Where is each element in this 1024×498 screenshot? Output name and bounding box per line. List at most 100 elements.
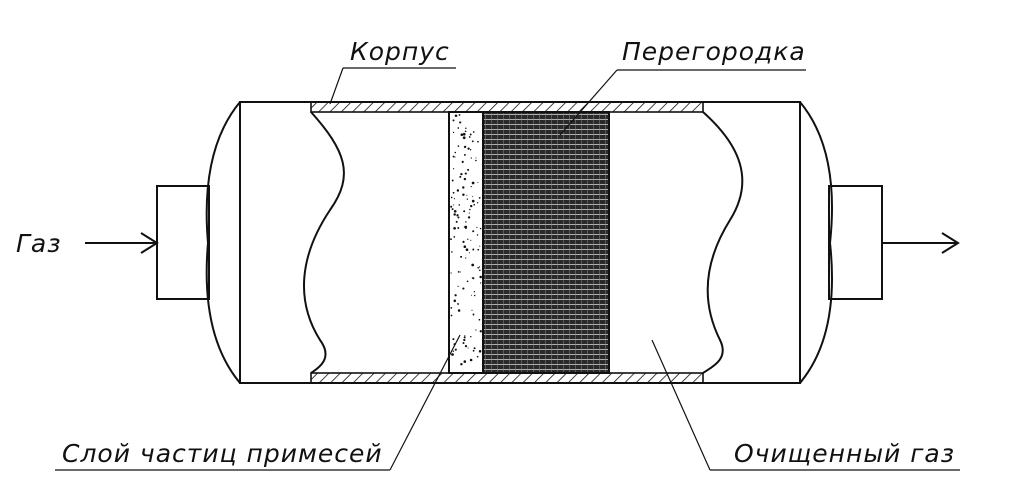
- impurity-particle: [478, 266, 481, 268]
- impurity-particle: [464, 130, 467, 133]
- impurity-particle: [457, 271, 460, 273]
- impurity-particle: [460, 121, 462, 123]
- housing-wall-top: [310, 101, 704, 113]
- break-line-left: [303, 111, 345, 374]
- impurity-particle: [462, 287, 465, 290]
- impurity-particle: [456, 189, 460, 192]
- impurity-particle: [462, 186, 465, 189]
- right-end-cap: [799, 101, 833, 384]
- outlet-pipe: [828, 185, 883, 300]
- left-end-cap: [205, 101, 241, 384]
- impurity-particle: [467, 168, 470, 171]
- impurity-particle: [463, 226, 466, 228]
- label-gas-in: Газ: [16, 229, 62, 258]
- impurity-particle: [471, 277, 474, 279]
- impurity-particle: [457, 145, 460, 147]
- impurity-particle: [476, 226, 478, 229]
- impurity-particle: [451, 251, 453, 253]
- impurity-particle: [457, 309, 461, 312]
- impurity-particle: [463, 245, 467, 248]
- impurity-particle: [480, 282, 482, 284]
- impurity-particle: [452, 119, 455, 122]
- impurity-particle: [451, 208, 454, 211]
- impurity-particle: [463, 177, 467, 181]
- impurity-particle: [471, 199, 475, 203]
- impurity-particle: [450, 196, 453, 199]
- impurity-particle: [453, 213, 456, 216]
- impurity-particle: [479, 275, 482, 279]
- impurity-particle: [455, 220, 458, 223]
- leader-clean-gas-pointer: [651, 339, 711, 471]
- impurity-particle: [476, 355, 479, 358]
- impurity-particle: [451, 353, 454, 356]
- impurity-particle: [479, 330, 482, 333]
- impurity-particle: [457, 213, 459, 216]
- impurity-particle: [472, 196, 474, 198]
- impurity-layer: [448, 111, 484, 374]
- impurity-particle: [465, 127, 467, 130]
- label-partition: Перегородка: [622, 37, 806, 66]
- impurity-particle: [478, 350, 482, 353]
- inlet-pipe: [156, 185, 210, 300]
- impurity-particle: [468, 136, 471, 138]
- impurity-particle: [453, 236, 456, 238]
- impurity-particle: [464, 335, 466, 337]
- impurity-particle: [477, 248, 480, 251]
- impurity-particle: [471, 181, 475, 185]
- impurity-particle: [462, 341, 465, 345]
- impurity-particle: [466, 198, 469, 200]
- impurity-particle: [450, 205, 453, 208]
- impurity-particle: [471, 309, 473, 311]
- impurity-particle: [463, 336, 466, 339]
- inlet-arrow: [85, 232, 159, 254]
- impurity-particle: [462, 132, 466, 136]
- impurity-particle: [477, 140, 479, 143]
- impurity-particle: [478, 197, 481, 199]
- leader-impurity-pointer: [389, 334, 461, 471]
- impurity-particle: [477, 181, 479, 183]
- break-line-right: [702, 111, 744, 374]
- impurity-particle: [458, 204, 461, 206]
- impurity-particle: [475, 159, 477, 162]
- impurity-particle: [463, 145, 467, 149]
- impurity-particle: [468, 252, 470, 254]
- impurity-particle: [471, 263, 475, 267]
- impurity-particle: [469, 149, 472, 151]
- impurity-particle: [452, 131, 455, 134]
- impurity-particle: [476, 202, 479, 204]
- impurity-particle: [465, 257, 467, 259]
- label-housing: Корпус: [350, 37, 450, 66]
- impurity-particle: [479, 269, 481, 272]
- impurity-particle: [478, 318, 481, 321]
- outlet-arrow: [882, 232, 960, 254]
- impurity-particle: [453, 209, 457, 213]
- impurity-particle: [475, 329, 477, 331]
- impurity-particle: [473, 347, 476, 350]
- impurity-particle: [470, 204, 473, 208]
- impurity-particle: [464, 344, 468, 348]
- impurity-particle: [454, 151, 457, 154]
- impurity-particle: [452, 191, 455, 194]
- impurity-particle: [450, 306, 453, 309]
- impurity-particle: [463, 338, 466, 342]
- impurity-particle: [472, 349, 475, 352]
- impurity-particle: [469, 133, 472, 136]
- impurity-particle: [451, 179, 454, 182]
- impurity-particle: [475, 157, 477, 159]
- impurity-particle: [453, 204, 455, 206]
- partition: [482, 111, 610, 374]
- impurity-particle: [450, 314, 453, 317]
- impurity-particle: [452, 350, 455, 352]
- impurity-particle: [459, 271, 461, 273]
- impurity-particle: [457, 302, 459, 305]
- impurity-particle: [462, 193, 465, 196]
- impurity-particle: [460, 362, 463, 366]
- impurity-particle: [462, 240, 465, 244]
- impurity-particle: [470, 294, 472, 296]
- impurity-particle: [450, 272, 452, 274]
- impurity-particle: [453, 226, 456, 230]
- impurity-particle: [464, 227, 467, 229]
- impurity-particle: [460, 255, 463, 258]
- impurity-particle: [457, 227, 460, 229]
- impurity-particle: [460, 172, 463, 176]
